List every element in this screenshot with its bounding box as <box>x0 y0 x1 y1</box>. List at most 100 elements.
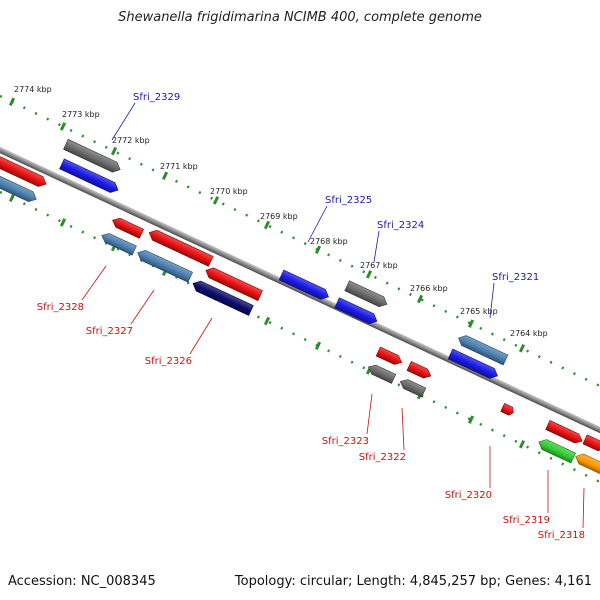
gene-label: Sfri_2323 <box>322 436 369 447</box>
tick-track-outer <box>0 94 600 388</box>
genome-title: Shewanella frigidimarina NCIMB 400, comp… <box>118 10 482 25</box>
major-tick <box>314 341 322 350</box>
gene-arrow-body <box>59 158 119 193</box>
gene-leader-line <box>582 487 585 529</box>
gene-leader-line <box>373 230 380 263</box>
major-tick <box>8 97 16 107</box>
gene-arrow-body <box>458 335 509 366</box>
gene-arrow-body <box>399 379 427 398</box>
gene-arrow <box>59 158 119 193</box>
gene-arrow <box>500 402 514 416</box>
major-tick <box>8 193 16 203</box>
gene-arrow <box>538 439 576 464</box>
gene-arrow <box>545 420 583 444</box>
major-tick <box>314 245 322 254</box>
gene-arrow <box>447 348 498 379</box>
gene-leader-line <box>489 282 495 319</box>
gene-leader-line <box>111 102 136 141</box>
gene-arrow <box>375 346 403 365</box>
gene-arrow <box>575 453 600 477</box>
gene-arrow-body <box>406 360 432 379</box>
major-tick <box>263 316 271 326</box>
kbp-label: 2765 kbp <box>460 307 498 316</box>
gene-arrow <box>334 297 378 325</box>
major-tick <box>59 122 67 131</box>
gene-arrow-body <box>112 217 145 239</box>
topology-text: Topology: circular; Length: 4,845,257 bp… <box>234 574 592 589</box>
gene-label: Sfri_2319 <box>503 515 550 526</box>
gene-leader-line <box>189 317 213 355</box>
gene-leader-line <box>366 393 373 435</box>
gene-arrow <box>63 138 121 173</box>
gene-arrow <box>112 217 145 239</box>
major-tick <box>467 415 475 424</box>
accession-text: Accession: NC_008345 <box>8 574 156 589</box>
major-tick <box>365 270 373 279</box>
major-tick <box>161 171 169 181</box>
gene-arrow-body <box>447 348 498 379</box>
major-tick <box>212 196 220 205</box>
gene-arrow-body <box>148 229 214 267</box>
gene-leader-line <box>130 289 155 325</box>
gene-leader-line <box>307 205 328 243</box>
gene-label: Sfri_2324 <box>377 220 424 231</box>
kbp-label: 2773 kbp <box>62 110 100 119</box>
gene-label: Sfri_2318 <box>538 530 585 541</box>
gene-label: Sfri_2327 <box>86 326 133 337</box>
gene-arrow <box>344 280 388 308</box>
kbp-label: 2766 kbp <box>410 284 448 293</box>
gene-arrow <box>0 152 47 187</box>
gene-arrow-body <box>545 420 583 444</box>
kbp-label: 2770 kbp <box>210 187 248 196</box>
gene-label: Sfri_2322 <box>359 452 406 463</box>
gene-arrow-body <box>582 434 600 452</box>
major-tick <box>263 220 271 230</box>
gene-arrow-body <box>367 364 397 384</box>
gene-arrow-body <box>344 280 388 308</box>
kbp-label: 2769 kbp <box>260 212 298 221</box>
gene-label: Sfri_2325 <box>325 195 372 206</box>
kbp-label: 2764 kbp <box>510 329 548 338</box>
gene-arrow <box>137 249 194 283</box>
gene-arrow-body <box>575 453 600 477</box>
gene-label: Sfri_2329 <box>133 92 180 103</box>
gene-label: Sfri_2326 <box>145 356 192 367</box>
gene-leader-line <box>401 407 405 451</box>
gene-arrow <box>205 267 263 302</box>
kbp-label: 2772 kbp <box>112 136 150 145</box>
gene-arrow-body <box>538 439 576 464</box>
gene-arrow <box>101 233 137 256</box>
gene-arrow-body <box>205 267 263 302</box>
gene-arrow-body <box>375 346 403 365</box>
gene-arrow <box>399 379 427 398</box>
major-tick <box>467 319 475 328</box>
gene-label: Sfri_2320 <box>445 490 492 501</box>
gene-arrow-body <box>500 402 514 416</box>
gene-arrow-body <box>278 269 329 300</box>
major-tick <box>416 294 424 304</box>
gene-arrow-body <box>334 297 378 325</box>
gene-arrow-body <box>137 249 194 283</box>
genome-backbone <box>0 138 600 449</box>
gene-arrow-body <box>101 233 137 256</box>
gene-arrow <box>406 360 432 379</box>
gene-arrow <box>367 364 397 384</box>
major-tick <box>518 344 526 353</box>
major-tick <box>518 440 526 449</box>
gene-arrow <box>0 169 37 203</box>
gene-arrow-body <box>192 280 254 316</box>
kbp-label: 2771 kbp <box>160 162 198 171</box>
gene-arrow <box>192 280 254 316</box>
kbp-label: 2768 kbp <box>310 237 348 246</box>
gene-arrow <box>278 269 329 300</box>
gene-arrow <box>148 229 214 267</box>
gene-leader-line <box>81 265 107 301</box>
gene-arrow <box>582 434 600 452</box>
kbp-label: 2767 kbp <box>360 261 398 270</box>
gene-arrow <box>458 335 509 366</box>
major-tick <box>110 146 118 156</box>
gene-label: Sfri_2328 <box>37 302 84 313</box>
gene-arrow-body <box>63 138 121 173</box>
